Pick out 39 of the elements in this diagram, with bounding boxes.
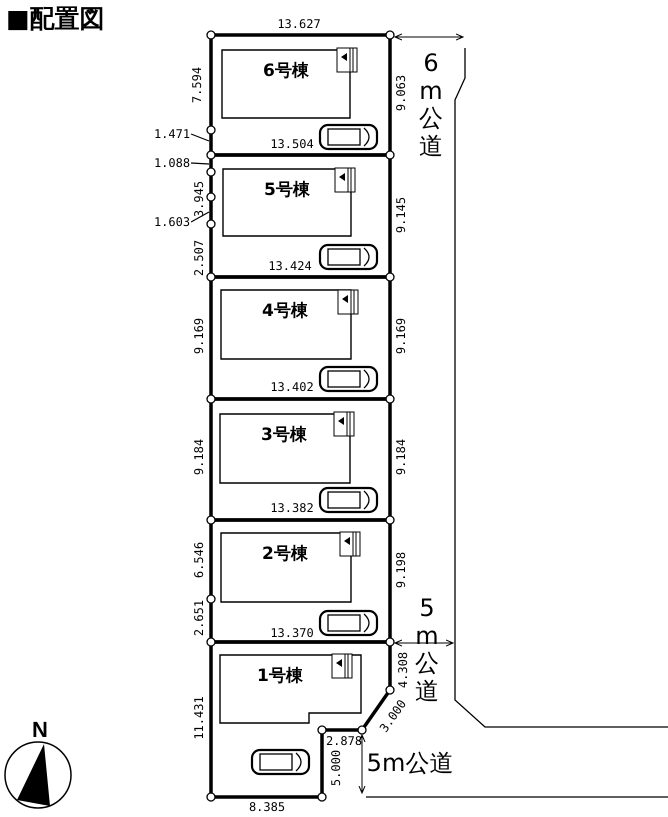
dimension-label: 6.546 (193, 542, 205, 578)
leader-line (190, 211, 210, 223)
dimension-label: 9.063 (395, 74, 407, 112)
title: ■配置図 (6, 6, 105, 31)
dimension-label: 13.402 (270, 381, 314, 393)
dimension-label: 11.431 (193, 696, 205, 740)
dimension-label: 9.145 (395, 196, 407, 234)
building-label: 5号棟 (264, 182, 310, 199)
dimension-label: 1.088 (154, 157, 190, 169)
dimension-label: 9.169 (395, 318, 407, 354)
dimension-label: 2.878 (326, 735, 362, 747)
dimension-label: 9.198 (395, 552, 407, 588)
dimension-label: 1.471 (154, 128, 190, 140)
dimension-label: 13.504 (270, 138, 314, 150)
north-label: N (32, 719, 48, 741)
building-label: 1号棟 (257, 668, 303, 685)
building-label: 4号棟 (262, 303, 308, 320)
dimension-label: 2.651 (193, 600, 205, 636)
dimension-label: 9.184 (395, 438, 407, 476)
dimension-label: 13.424 (268, 260, 312, 272)
dimension-label: 4.308 (397, 652, 409, 688)
building-label: 6号棟 (263, 63, 309, 80)
leader-line (191, 162, 210, 165)
dimension-label: 8.385 (248, 801, 286, 813)
building-label: 2号棟 (262, 546, 308, 563)
road-label: 5m公道 (366, 751, 454, 775)
dimension-label: 13.382 (270, 502, 314, 514)
dimension-label: 2.507 (193, 240, 205, 276)
dimension-label: 7.594 (191, 66, 203, 104)
dimension-label: 13.627 (277, 18, 321, 30)
dimension-label: 9.169 (193, 318, 205, 354)
dimension-label: 3.945 (193, 180, 205, 218)
leader-line (190, 133, 210, 142)
dimension-label: 13.370 (270, 627, 314, 639)
road-label: 6m公道 (418, 50, 444, 160)
dimension-label: 9.184 (193, 438, 205, 476)
building-label: 3号棟 (261, 427, 307, 444)
dimension-label: 1.603 (154, 216, 190, 228)
dimension-label: 5.000 (330, 750, 342, 786)
